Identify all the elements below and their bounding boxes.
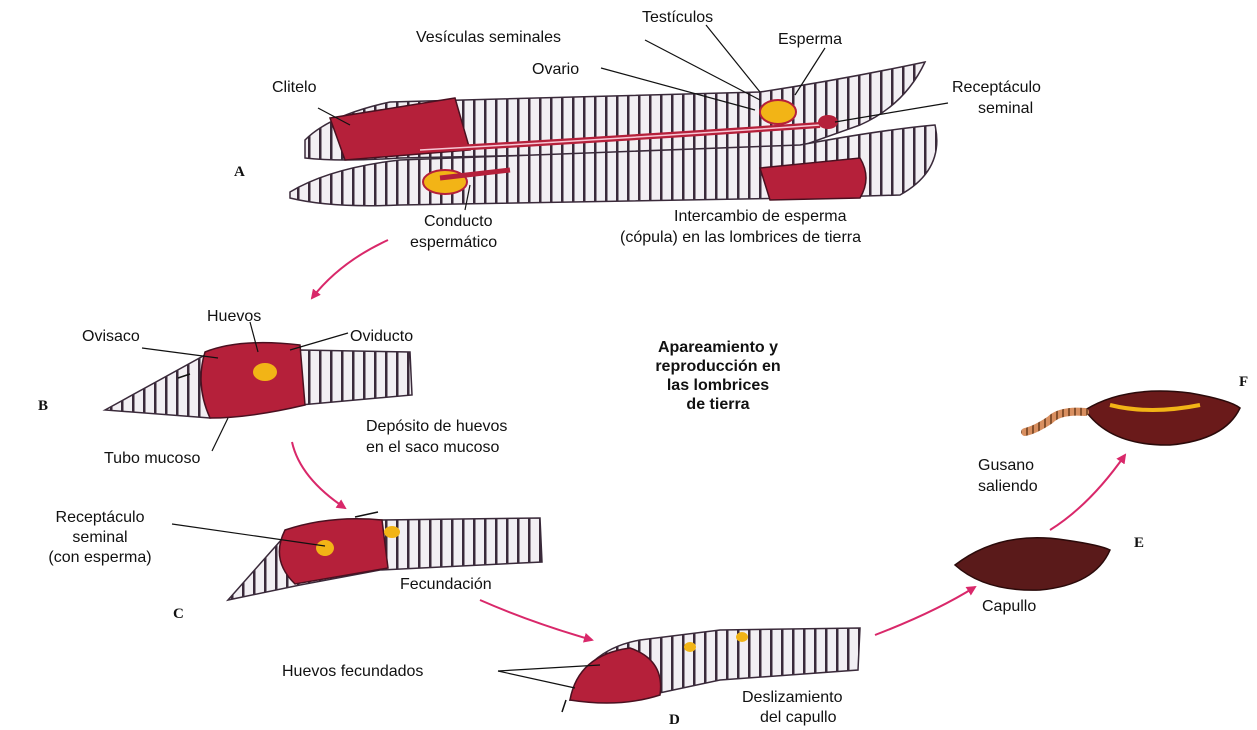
label-clitelo: Clitelo [272,79,317,96]
label-receptaculo-c-line2: seminal [72,529,127,546]
diagram-title: Apareamiento y reproducción en las lombr… [655,339,780,413]
stage-letter-f: F [1239,374,1248,390]
caption-d-line2: del capullo [760,709,837,726]
arrow-b-to-c [292,442,345,508]
label-oviducto: Oviducto [350,328,413,345]
title-line4: de tierra [686,396,749,413]
title-line2: reproducción en [655,358,780,375]
label-conducto-line1: Conducto [424,213,493,230]
stage-letter-e: E [1134,535,1144,551]
title-line1: Apareamiento y [658,339,778,356]
stage-a-worms [290,62,937,206]
arrow-e-to-f [1050,455,1125,530]
label-ovario: Ovario [532,61,579,78]
stage-e-cocoon [955,538,1110,590]
caption-f-line2: saliendo [978,478,1038,495]
label-conducto-line2: espermático [410,234,497,251]
caption-f-line1: Gusano [978,457,1034,474]
caption-a-line2: (cópula) en las lombrices de tierra [620,229,861,246]
label-receptaculo-c-line3: (con esperma) [48,549,151,566]
label-receptaculo-a-line1: Receptáculo [952,79,1041,96]
stage-c-worm [228,512,542,600]
label-testiculos: Testículos [642,9,713,26]
arrow-c-to-d [480,600,592,640]
label-huevos-fecundados: Huevos fecundados [282,663,423,680]
label-receptaculo-a-line2: seminal [978,100,1033,117]
caption-e: Capullo [982,598,1036,615]
caption-a-line1: Intercambio de esperma [674,208,847,225]
label-huevos: Huevos [207,308,261,325]
caption-c: Fecundación [400,576,492,593]
label-tubo-mucoso: Tubo mucoso [104,450,200,467]
label-esperma: Esperma [778,31,842,48]
label-vesiculas-seminales: Vesículas seminales [416,29,561,46]
title-line3: las lombrices [667,377,769,394]
arrow-a-to-b [312,240,388,298]
stage-letter-b: B [38,398,48,414]
stage-letter-c: C [173,606,184,622]
label-receptaculo-c-line1: Receptáculo [56,509,145,526]
caption-b-line2: en el saco mucoso [366,439,500,456]
caption-d-line1: Deslizamiento [742,689,843,706]
stage-letter-d: D [669,712,680,728]
label-ovisaco: Ovisaco [82,328,140,345]
stage-letter-a: A [234,164,245,180]
caption-b-line1: Depósito de huevos [366,418,507,435]
stage-f-hatching [1025,391,1240,445]
arrow-d-to-e [875,587,975,635]
stage-b-worm [105,343,412,418]
